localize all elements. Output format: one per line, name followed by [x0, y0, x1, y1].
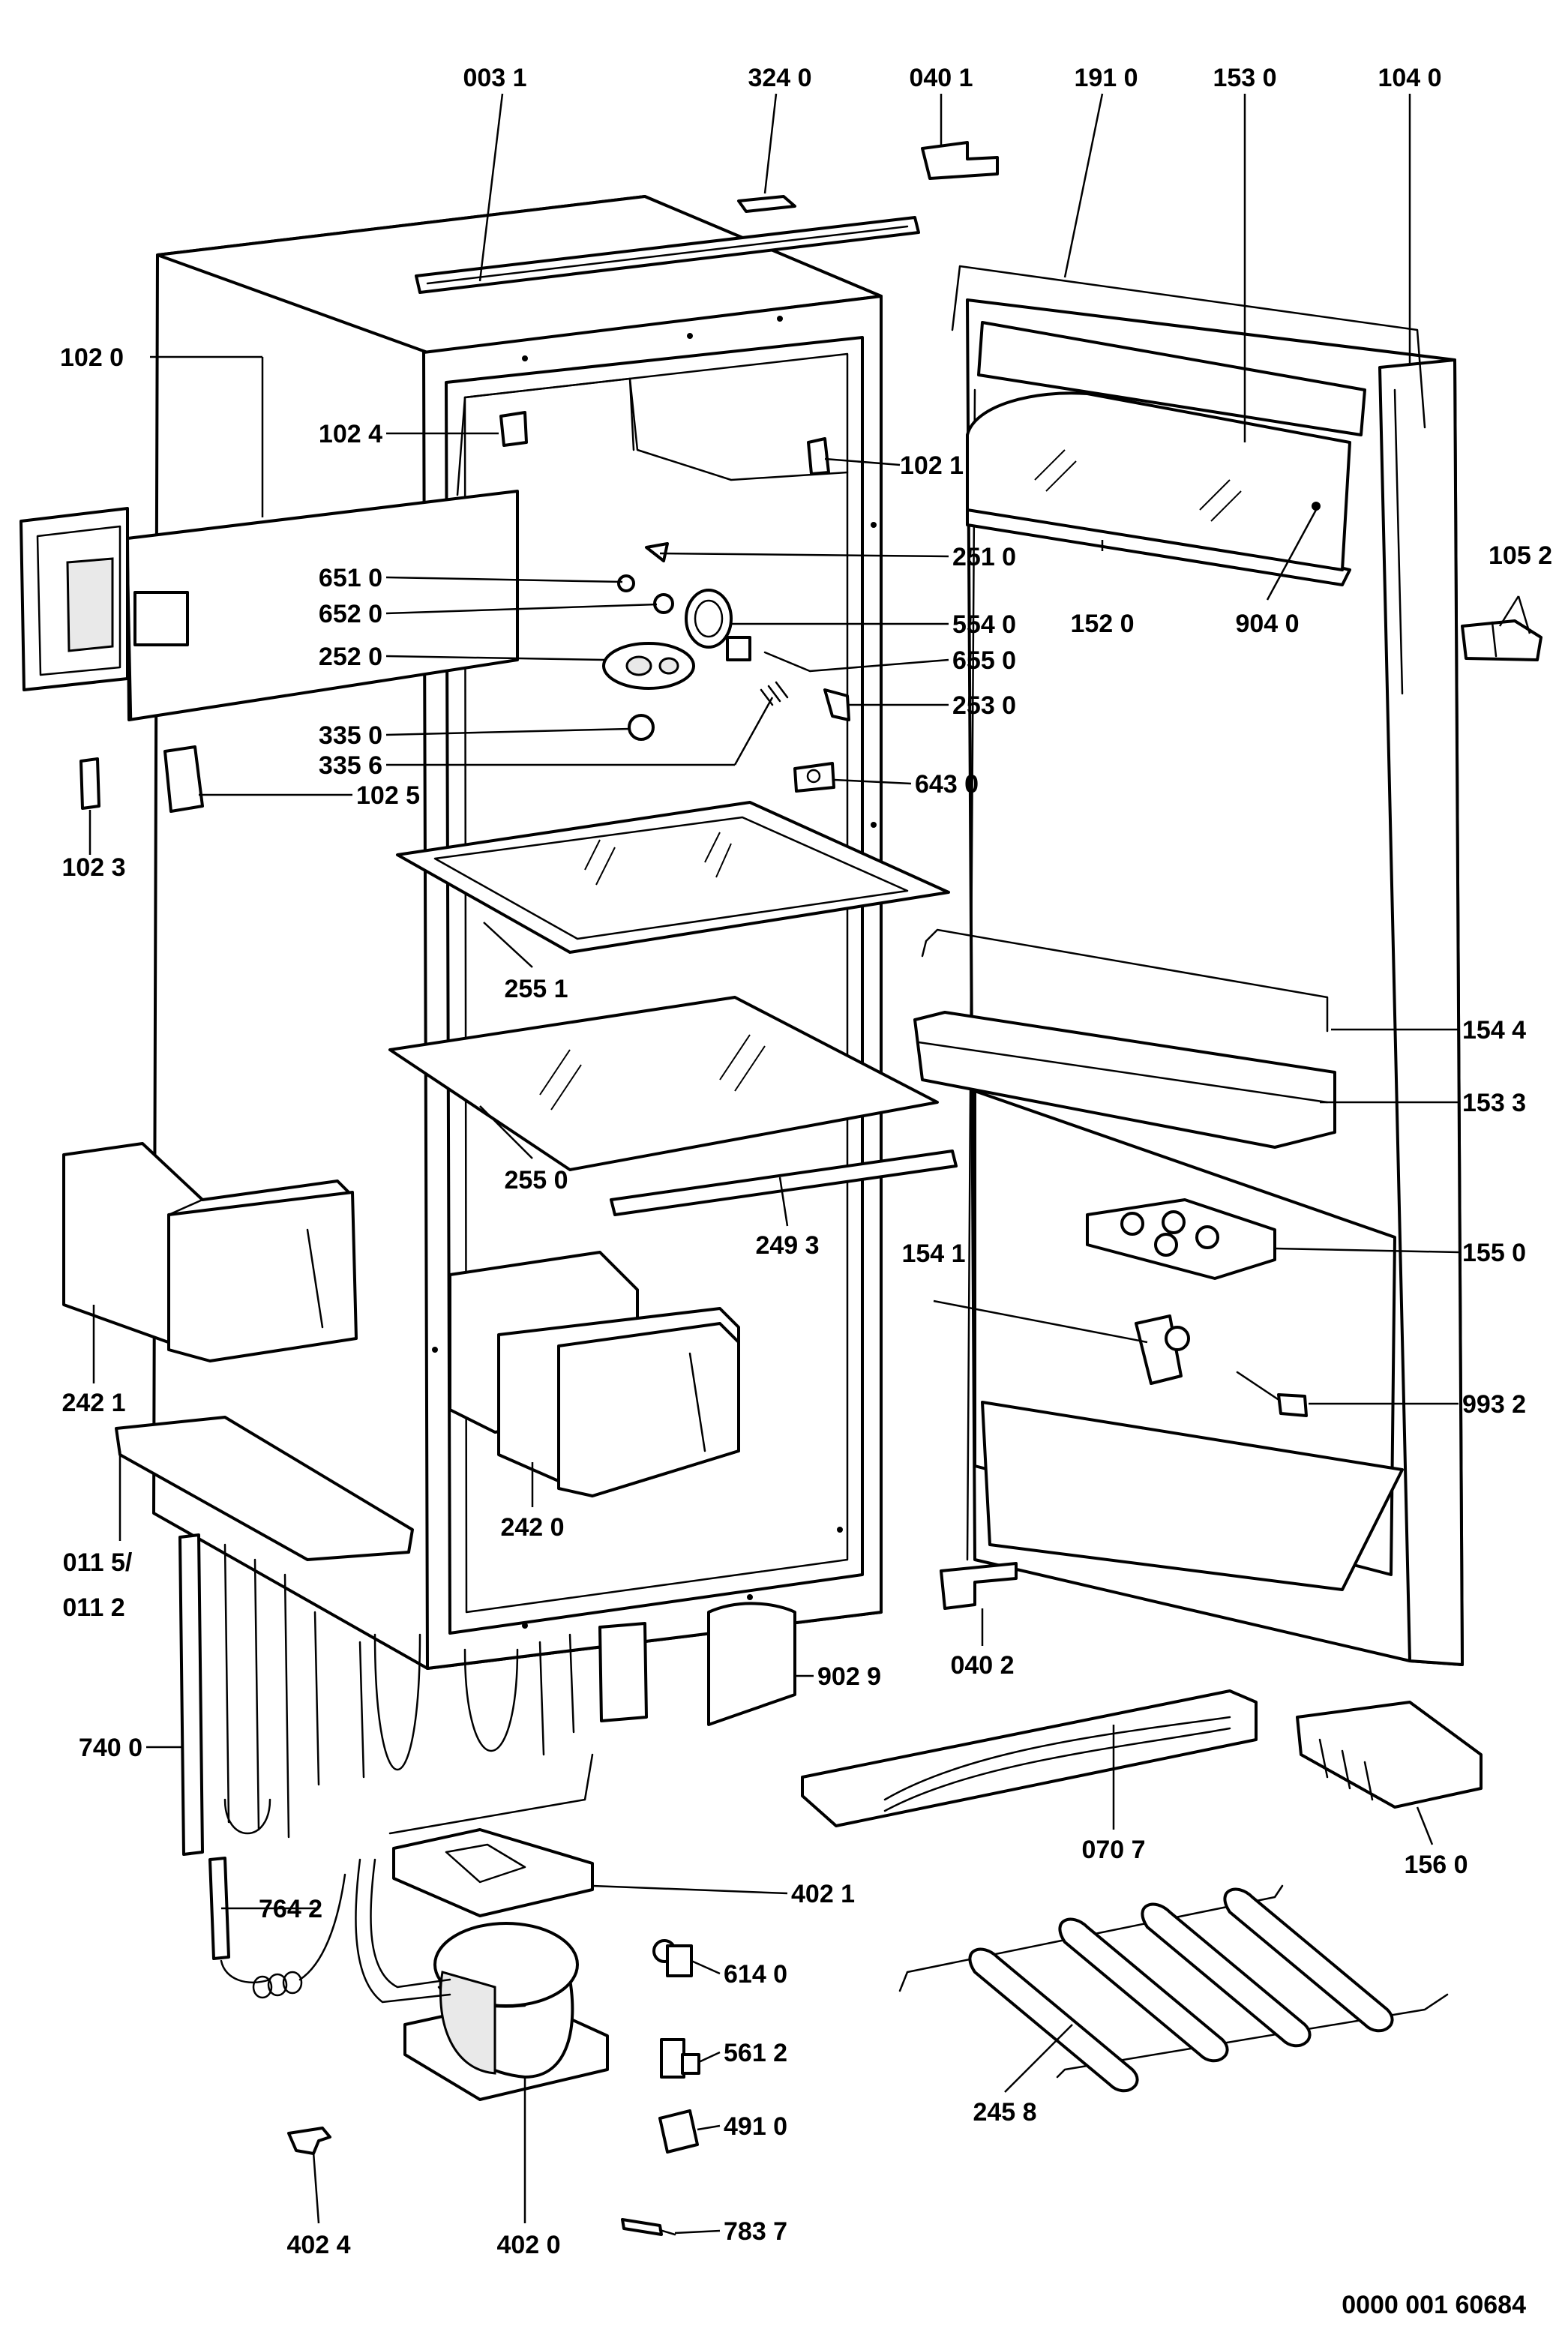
label-0707: 070 7 [1081, 1836, 1145, 1864]
evaporator-coil [898, 1884, 1449, 2093]
label-0401: 040 1 [909, 64, 973, 92]
label-4024: 402 4 [286, 2231, 350, 2259]
hinge-pin-1023 [79, 757, 100, 810]
dryer-filter [208, 1857, 346, 1999]
label-5540: 554 0 [952, 610, 1016, 639]
label-9932: 993 2 [1462, 1390, 1526, 1419]
label-2421: 242 1 [61, 1389, 125, 1417]
label-4021: 402 1 [791, 1880, 855, 1908]
shelf-trim-2493 [610, 1150, 958, 1216]
label-6520: 652 0 [319, 600, 382, 628]
label-3350: 335 0 [319, 721, 382, 750]
clip-1021 [807, 437, 830, 475]
label-0402: 040 2 [950, 1651, 1014, 1680]
label-1025: 102 5 [356, 781, 420, 810]
cover-4910 [658, 2109, 699, 2154]
refrigerator-door [951, 265, 1464, 1666]
label-1544: 154 4 [1462, 1016, 1526, 1045]
label-1040: 104 0 [1378, 64, 1441, 92]
label-2493: 249 3 [755, 1231, 819, 1260]
label-6550: 655 0 [952, 646, 1016, 675]
clip-4024 [287, 2127, 331, 2155]
label-1530: 153 0 [1213, 64, 1276, 92]
bottle-shelf [913, 928, 1336, 1149]
label-1520: 152 0 [1070, 610, 1134, 638]
shelf-2550 [388, 996, 939, 1171]
label-2510: 251 0 [952, 543, 1016, 571]
label-1024: 102 4 [319, 420, 382, 448]
label-9029: 902 9 [817, 1662, 881, 1691]
label-1052: 105 2 [1489, 541, 1552, 570]
label-2530: 253 0 [952, 691, 1016, 720]
part-7837 [621, 2218, 663, 2236]
label-4910: 491 0 [724, 2112, 787, 2141]
channel-0707 [801, 1689, 1258, 1827]
hinge-bottom [940, 1562, 1018, 1610]
label-2550: 255 0 [504, 1166, 568, 1194]
label-1550: 155 0 [1462, 1239, 1526, 1267]
clip-324 [737, 195, 796, 213]
label-1560: 156 0 [1404, 1851, 1468, 1879]
label-7837: 783 7 [724, 2217, 787, 2246]
clip-1024 [499, 411, 528, 447]
label-1020: 102 0 [60, 343, 124, 372]
relay-6140 [652, 1939, 693, 1977]
label-1910: 191 0 [1074, 64, 1138, 92]
hinge-top [921, 141, 999, 180]
label-0115: 011 5/ [63, 1548, 133, 1577]
label-3356: 335 6 [319, 751, 382, 780]
egg-tray [1086, 1198, 1276, 1280]
label-0112: 011 2 [62, 1593, 124, 1622]
label-6140: 614 0 [724, 1960, 787, 1989]
part-labels: 003 1 324 0 040 1 191 0 153 0 104 0 102 … [60, 64, 1552, 2319]
refrigerant-pipes [355, 1753, 594, 2004]
label-1023: 102 3 [61, 853, 125, 882]
drawing-number: 0000 001 60684 [1342, 2291, 1526, 2319]
relay-5612 [660, 2038, 700, 2079]
label-9040: 904 0 [1235, 610, 1299, 638]
label-1533: 153 3 [1462, 1089, 1526, 1117]
cover-9029 [707, 1602, 796, 1726]
block-1025 [163, 745, 204, 813]
thermostat-assembly [602, 542, 850, 793]
compressor-bracket [392, 1828, 594, 1917]
label-6510: 651 0 [319, 564, 382, 592]
label-1021: 102 1 [900, 451, 964, 480]
crisper-2420 [448, 1251, 740, 1497]
leader-lines [92, 93, 1531, 2235]
label-2520: 252 0 [319, 643, 382, 671]
label-3240: 324 0 [748, 64, 811, 92]
label-0031: 003 1 [463, 64, 526, 92]
label-4020: 402 0 [496, 2231, 560, 2259]
hinge-1052 [1461, 619, 1543, 661]
label-1541: 154 1 [901, 1239, 965, 1268]
label-2458: 245 8 [973, 2098, 1036, 2127]
label-7642: 764 2 [259, 1895, 322, 1923]
compressor [403, 1922, 609, 2101]
ice-tray [1296, 1701, 1483, 1809]
crisper-2421 [62, 1142, 358, 1362]
probe-9932 [1236, 1371, 1284, 1404]
label-5612: 561 2 [724, 2039, 787, 2067]
label-2551: 255 1 [504, 975, 568, 1003]
dairy-compartment [966, 321, 1366, 586]
label-2420: 242 0 [500, 1513, 564, 1542]
condenser [178, 1533, 648, 1856]
label-7400: 740 0 [79, 1734, 142, 1762]
label-6430: 643 0 [915, 770, 979, 799]
freezer-door-assembly [19, 355, 519, 721]
